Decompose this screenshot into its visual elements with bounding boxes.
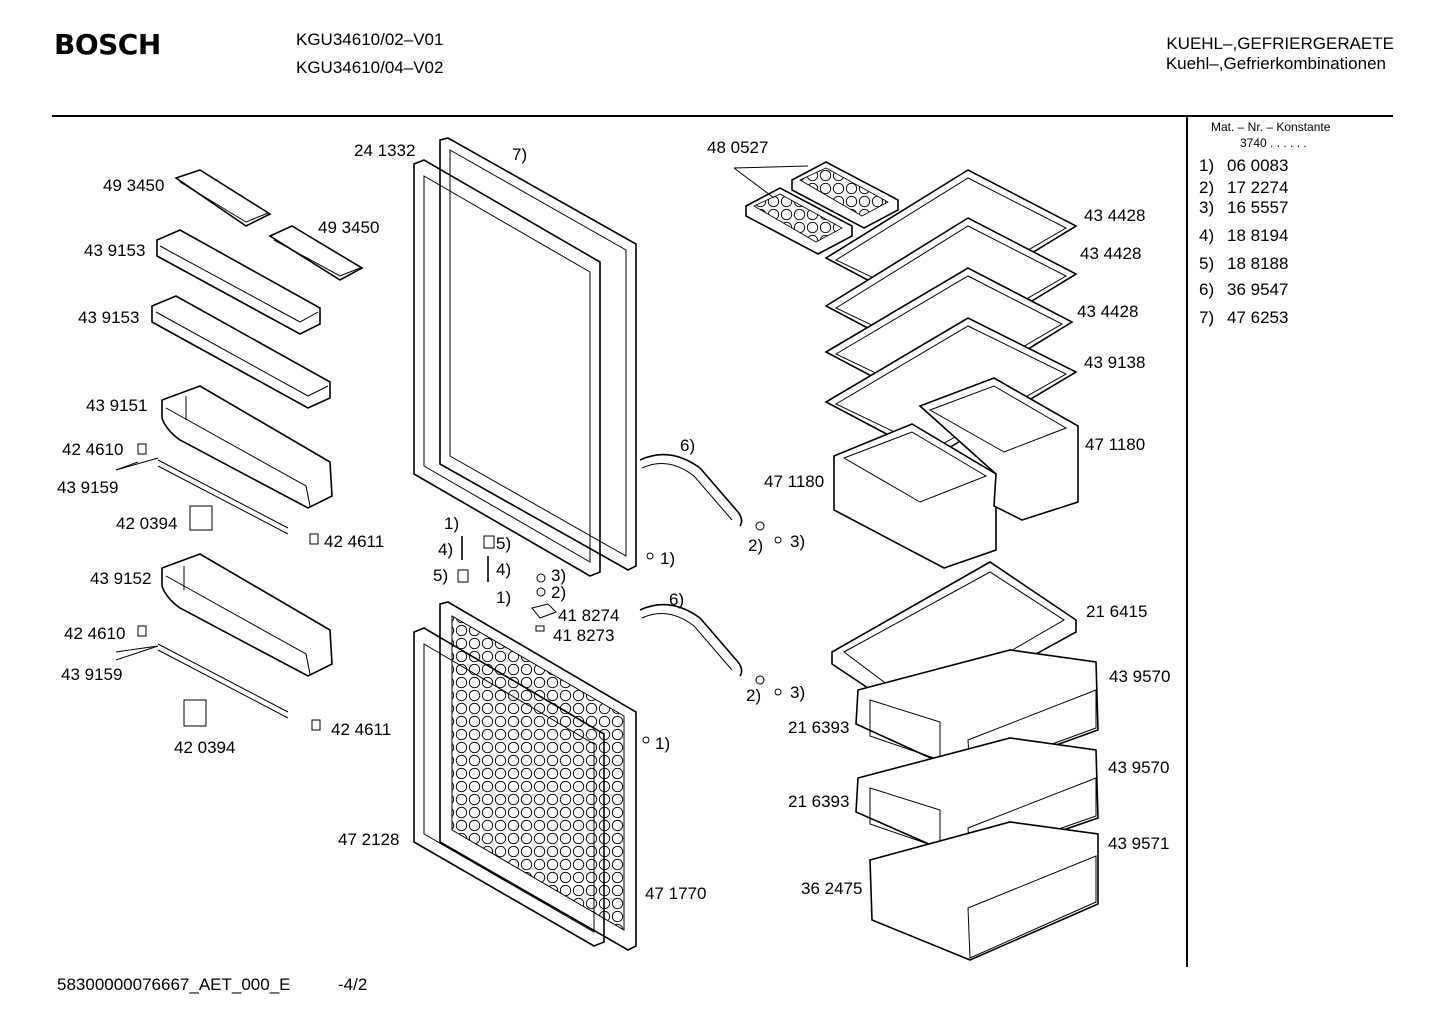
part-label: 43 4428 (1084, 206, 1146, 225)
category-subtitle: Kuehl–,Gefrierkombinationen (1165, 54, 1386, 73)
part-label: 41 8274 (558, 606, 620, 625)
part-label: 47 1180 (1085, 435, 1146, 454)
legend-constant: 3740 . . . . . . (1240, 136, 1307, 150)
part-label: 42 4610 (64, 624, 126, 643)
part-label: 4) (496, 560, 512, 579)
legend-item: 3)16 5557 (1199, 198, 1289, 217)
part-label: 1) (444, 514, 460, 533)
part-label: 21 6415 (1086, 602, 1148, 621)
part-label: 43 9151 (86, 396, 148, 415)
part-label: 43 9159 (61, 665, 123, 684)
part-label: 42 4611 (324, 532, 385, 551)
small-shelf-1 (174, 169, 272, 227)
legend-title: Mat. – Nr. – Konstante (1211, 120, 1331, 134)
part-label: 6) (669, 590, 685, 609)
door-shelf-2 (151, 295, 331, 409)
part-label: 21 6393 (788, 792, 850, 811)
part-label: 47 1180 (764, 472, 825, 491)
part-label: 1) (655, 734, 671, 753)
part-label: 5) (433, 566, 449, 585)
part-label: 43 9159 (57, 478, 119, 497)
brand-logo: BOSCH (54, 28, 161, 61)
small-shelf-2 (268, 225, 364, 281)
part-label: 6) (680, 436, 696, 455)
legend-item: 6)36 9547 (1199, 280, 1289, 299)
part-label: 3) (790, 683, 806, 702)
part-label: 43 9138 (1084, 353, 1146, 372)
legend-item: 1)06 0083 (1199, 156, 1289, 175)
door-shelf-1 (156, 229, 321, 335)
legend-item: 2)17 2274 (1199, 178, 1289, 197)
fridge-door (413, 137, 637, 577)
part-label: 42 4610 (62, 440, 124, 459)
part-label: 48 0527 (707, 138, 769, 157)
model-number-1: KGU34610/02–V01 (296, 30, 444, 49)
part-label: 43 9570 (1108, 758, 1170, 777)
page-number: -4/2 (338, 975, 368, 994)
bin-rail-lower (115, 625, 321, 731)
legend-item: 5)18 8188 (1199, 254, 1289, 273)
door-bin-lower (161, 553, 333, 677)
part-label: 43 9153 (78, 308, 140, 327)
part-label: 1) (496, 588, 512, 607)
document-id: 58300000076667_AET_000_E (57, 975, 291, 994)
part-label: 2) (746, 686, 762, 705)
part-label: 42 4611 (331, 720, 392, 739)
part-label: 24 1332 (354, 141, 416, 160)
part-label: 47 1770 (645, 884, 707, 903)
part-label: 43 9570 (1109, 667, 1171, 686)
legend-item: 7)47 6253 (1199, 308, 1289, 327)
part-label: 5) (496, 534, 512, 553)
handle-lower (639, 603, 743, 677)
part-label: 7) (512, 145, 528, 164)
part-label: 41 8273 (553, 626, 615, 645)
ice-trays (733, 161, 899, 255)
crisper-drawers (833, 377, 1079, 569)
part-label: 3) (790, 532, 806, 551)
part-label: 21 6393 (788, 718, 850, 737)
category-title: KUEHL–,GEFRIERGERAETE (1166, 34, 1394, 53)
part-label: 43 4428 (1077, 302, 1139, 321)
handle-upper (639, 453, 743, 527)
part-label: 42 0394 (174, 738, 236, 757)
part-label: 43 9571 (1108, 834, 1170, 853)
part-label: 49 3450 (318, 218, 380, 237)
legend-list: 1)06 0083 2)17 2274 3)16 5557 4)18 8194 … (1199, 156, 1288, 330)
part-label: 3) (551, 566, 567, 585)
part-label: 1) (660, 549, 676, 568)
bin-rail-upper (115, 443, 319, 545)
part-label: 36 2475 (801, 879, 863, 898)
part-label: 47 2128 (338, 830, 400, 849)
legend-item: 4)18 8194 (1199, 226, 1289, 245)
hinge-hardware (457, 521, 782, 744)
part-label: 43 9153 (84, 241, 146, 260)
part-label: 42 0394 (116, 514, 178, 533)
model-number-2: KGU34610/04–V02 (296, 58, 444, 77)
part-label: 2) (551, 583, 567, 602)
door-bin-upper (161, 385, 333, 509)
part-label: 2) (748, 536, 764, 555)
part-label: 43 9152 (90, 569, 152, 588)
part-label: 43 4428 (1080, 244, 1142, 263)
freezer-drawer-3 (869, 821, 1099, 961)
part-label: 49 3450 (103, 176, 165, 195)
part-label: 4) (438, 540, 454, 559)
freezer-door (413, 601, 637, 951)
